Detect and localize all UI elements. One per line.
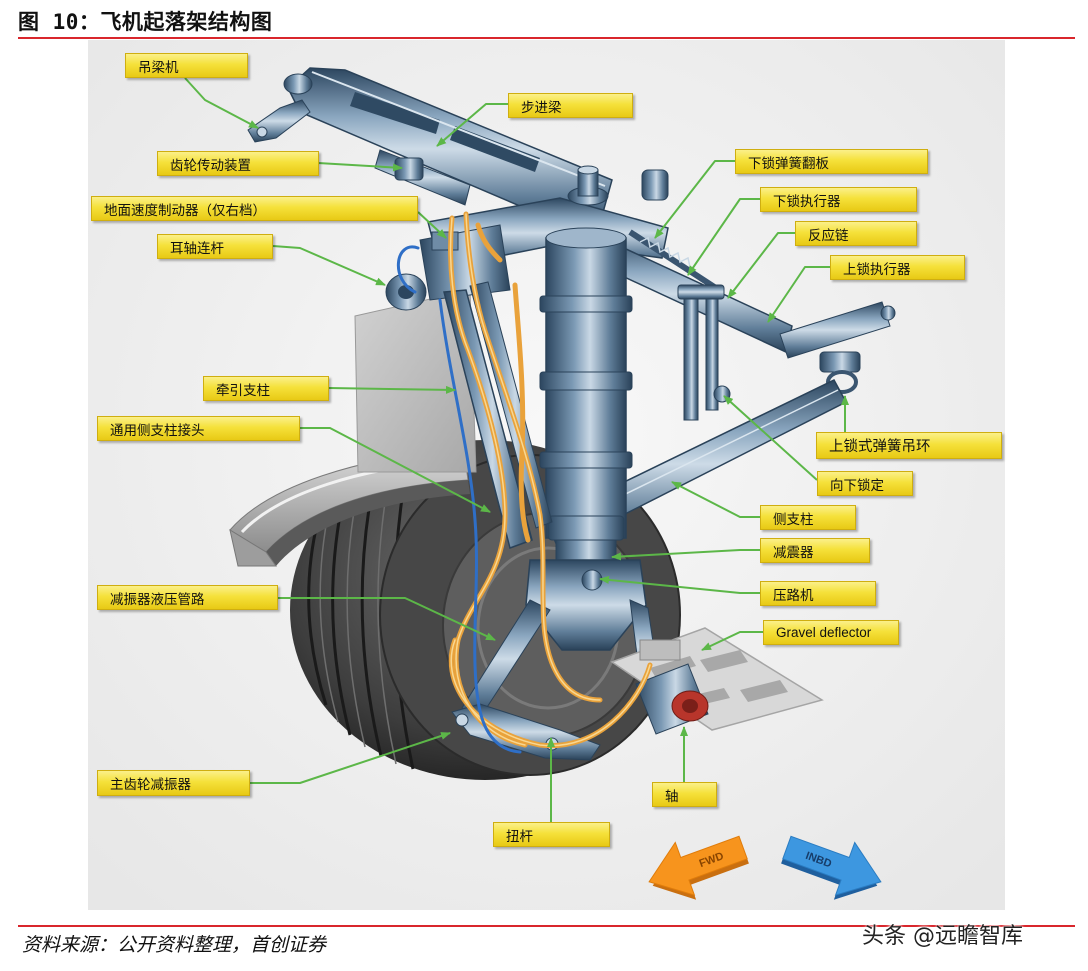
- source-divider: [18, 925, 1075, 927]
- leader-line-gear-drive: [317, 162, 403, 172]
- forward-direction-arrow: FWD: [648, 835, 749, 900]
- label-shock-absorber: 减震器: [760, 538, 870, 563]
- label-side-strut-joint: 通用侧支柱接头: [97, 416, 300, 441]
- label-torsion-link: 扭杆: [493, 822, 610, 847]
- walking-beam: [283, 67, 613, 231]
- leader-line-shock-absorber: [611, 549, 760, 561]
- label-gravel-deflector: Gravel deflector: [763, 620, 899, 645]
- downlock-spring: [628, 229, 724, 295]
- title-divider: [18, 37, 1075, 39]
- label-reaction-link: 反应链: [795, 221, 917, 246]
- label-main-gear-shock: 主齿轮减振器: [97, 770, 250, 796]
- label-ground-speed-brake: 地面速度制动器（仅右档）: [91, 196, 418, 221]
- uplock-actuator: [779, 301, 896, 394]
- reaction-links: [677, 284, 725, 421]
- source-note: 资料来源：公开资料整理，首创证券: [22, 934, 327, 956]
- inboard-direction-arrow: INBD: [781, 835, 882, 900]
- label-axle: 轴: [652, 782, 717, 807]
- leader-line-uplock-actuator: [767, 266, 830, 323]
- leader-line-reaction-link: [727, 232, 795, 299]
- label-side-strut: 侧支柱: [760, 505, 856, 530]
- leader-lines: [184, 77, 849, 822]
- label-gear-drive: 齿轮传动装置: [157, 151, 319, 176]
- leader-line-walking-beam: [436, 103, 508, 147]
- gravel-deflector: [610, 627, 824, 731]
- leader-line-side-strut-joint: [300, 427, 491, 513]
- leader-line-drag-strut: [328, 385, 456, 394]
- label-down-lock: 向下锁定: [817, 471, 913, 496]
- brake-line-blue: [397, 245, 522, 754]
- label-walking-beam: 步进梁: [508, 93, 633, 118]
- leader-line-downlock-actuator: [687, 198, 760, 276]
- roller: [581, 569, 603, 591]
- ground-speed-brake: [431, 231, 459, 251]
- leader-line-trunnion-link: [272, 245, 386, 286]
- leader-line-hoist-beam: [184, 77, 259, 129]
- leader-line-downlock-spring-flap: [654, 160, 735, 239]
- lower-strut-body: [525, 559, 647, 651]
- hydraulic-lines: [448, 211, 653, 749]
- leader-line-main-gear-shock: [250, 732, 451, 784]
- label-hoist-beam: 吊梁机: [125, 53, 248, 78]
- label-downlock-actuator: 下锁执行器: [760, 187, 917, 212]
- hoist-bracket: [247, 99, 311, 143]
- label-shock-hydraulic-line: 减振器液压管路: [97, 585, 278, 610]
- label-trunnion-link: 耳轴连杆: [157, 234, 273, 259]
- uplock-spring-ring: [826, 370, 858, 394]
- label-drag-strut: 牵引支柱: [203, 376, 329, 401]
- axle: [635, 663, 709, 735]
- leader-line-down-lock: [723, 395, 818, 481]
- label-uplock-actuator: 上锁执行器: [830, 255, 965, 280]
- leader-line-ground-speed-brake: [417, 211, 447, 239]
- label-downlock-spring-flap: 下锁弹簧翻板: [735, 149, 928, 174]
- leader-line-side-strut: [671, 481, 760, 518]
- watermark: 头条 @远瞻智库: [862, 924, 1023, 949]
- figure-title: 图 10：飞机起落架结构图: [18, 10, 273, 34]
- label-roller: 压路机: [760, 581, 876, 606]
- leader-line-roller: [599, 575, 760, 594]
- leader-line-shock-hydraulic-line: [278, 597, 496, 641]
- strut-top-fitting: [567, 165, 609, 206]
- label-uplock-spring-ring: 上锁式弹簧吊环: [816, 432, 1002, 459]
- leader-line-gravel-deflector: [701, 631, 763, 651]
